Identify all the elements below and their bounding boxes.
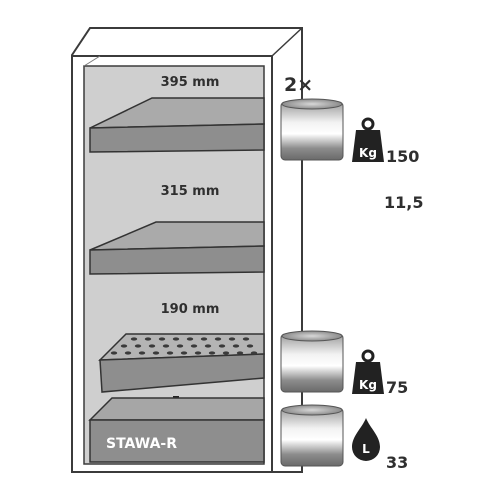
middle-load-value: 11,5 xyxy=(384,193,423,212)
bottom-sump xyxy=(88,397,265,463)
volume-unit-label: L xyxy=(362,442,370,456)
hinge-multiplier: 2× xyxy=(284,74,313,96)
drop-icon: L xyxy=(352,418,380,461)
shelf-height-label-3: 190 mm xyxy=(161,302,220,317)
perforation-holes xyxy=(110,337,258,355)
upper-load-value: 150 xyxy=(386,147,419,166)
shelf-height-label-2: 315 mm xyxy=(161,184,220,199)
shelf-height-label-1: 395 mm xyxy=(161,75,220,90)
perforated-shelf xyxy=(98,333,265,393)
sump-volume-value: 33 xyxy=(386,453,408,472)
weight-icon: Kg xyxy=(352,349,384,394)
hinge-cylinder-middle xyxy=(280,330,344,393)
shelf-upper xyxy=(89,97,265,153)
shelf-middle xyxy=(89,221,265,275)
sump-label: STAWA-R xyxy=(106,436,177,452)
hinge-cylinder-upper xyxy=(280,98,344,161)
lower-load-value: 75 xyxy=(386,378,408,397)
weight-icon: Kg xyxy=(352,117,384,162)
hinge-cylinder-lower xyxy=(280,404,344,467)
weight-unit-label: Kg xyxy=(359,378,377,392)
weight-unit-label: Kg xyxy=(359,146,377,160)
